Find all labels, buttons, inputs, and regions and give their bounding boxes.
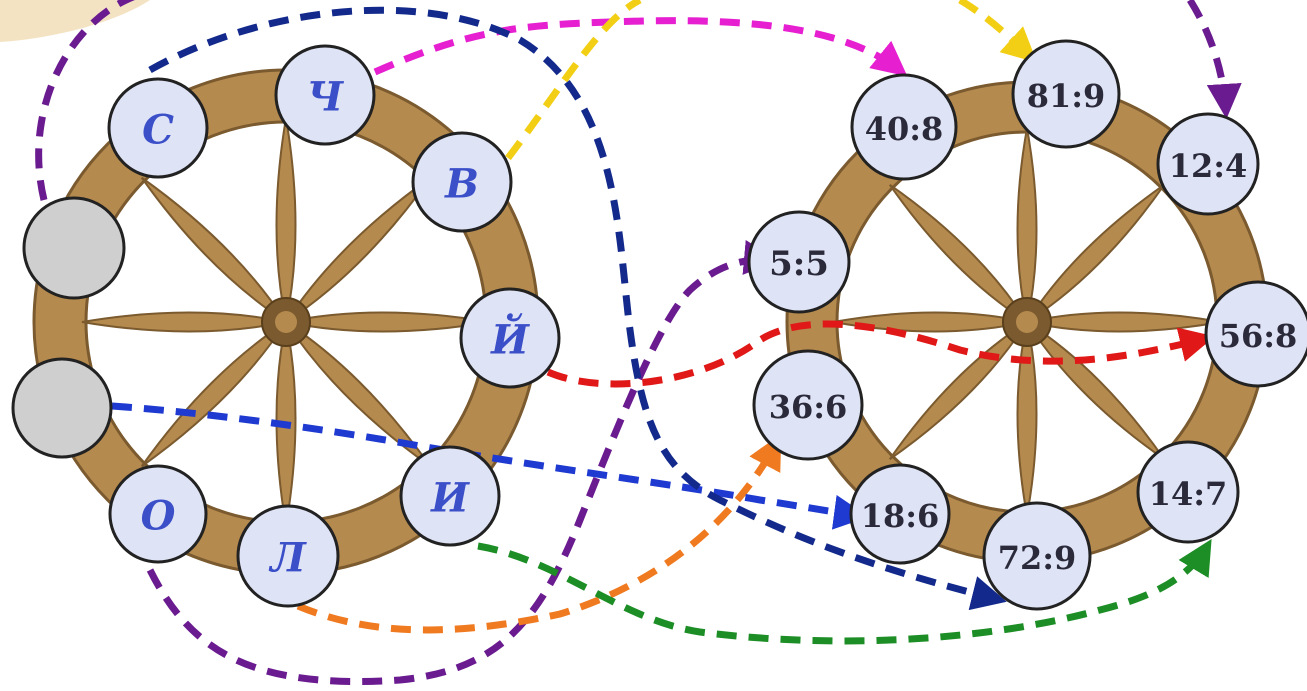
expression-node-e40_8: 40:8 bbox=[850, 73, 958, 181]
node-expression-label: 18:6 bbox=[861, 497, 940, 535]
letter-node-empty1 bbox=[22, 196, 126, 300]
empty-node-circle bbox=[11, 357, 113, 459]
node-expression-label: 14:7 bbox=[1149, 475, 1228, 513]
letter-node-i: И bbox=[399, 445, 501, 547]
node-expression-label: 72:9 bbox=[998, 539, 1077, 577]
nodes-layer: С Ч В Й И О Л 40:8 81:9 12:4 5:5 56:8 36:6 18:6 72:9 14… bbox=[11, 39, 1307, 611]
node-letter-label: С bbox=[142, 107, 174, 154]
expression-node-e5_5: 5:5 bbox=[747, 210, 851, 314]
letter-node-o: О bbox=[108, 464, 208, 564]
node-expression-label: 81:9 bbox=[1027, 77, 1106, 115]
node-circle bbox=[459, 287, 561, 389]
link-i-to-e14_7 bbox=[477, 538, 1212, 645]
wheel-spoke bbox=[81, 311, 287, 333]
wheel-spoke bbox=[1026, 311, 1222, 333]
empty-node-circle bbox=[22, 196, 126, 300]
expression-node-e56_8: 56:8 bbox=[1204, 280, 1307, 388]
letter-node-l: Л bbox=[236, 504, 340, 608]
wheel-spoke bbox=[1026, 184, 1166, 323]
node-circle bbox=[107, 77, 209, 179]
wheel-spoke bbox=[889, 184, 1028, 323]
expression-node-e36_6: 36:6 bbox=[752, 349, 864, 461]
node-expression-label: 56:8 bbox=[1219, 317, 1298, 355]
link-empty2-to-e18_6 bbox=[111, 402, 869, 530]
letter-node-ch: Ч bbox=[274, 44, 376, 146]
wheel-spoke bbox=[1026, 321, 1166, 460]
letter-node-c: С bbox=[107, 77, 209, 179]
wheel-spoke bbox=[140, 176, 287, 323]
node-circle bbox=[1011, 39, 1121, 149]
node-circle bbox=[1136, 440, 1240, 544]
link-v-to-e81_9 bbox=[505, 0, 1032, 161]
node-circle bbox=[1204, 280, 1307, 388]
node-circle bbox=[849, 463, 951, 565]
link-ch-to-e40_8 bbox=[373, 17, 908, 77]
expression-node-e72_9: 72:9 bbox=[982, 501, 1092, 611]
node-letter-label: Ч bbox=[307, 74, 345, 121]
expression-node-e14_7: 14:7 bbox=[1136, 440, 1240, 544]
node-circle bbox=[399, 445, 501, 547]
letter-node-i_short: Й bbox=[459, 287, 561, 389]
node-circle bbox=[752, 349, 864, 461]
node-expression-label: 5:5 bbox=[769, 244, 829, 284]
node-circle bbox=[747, 210, 851, 314]
expression-node-e12_4: 12:4 bbox=[1156, 112, 1260, 216]
node-circle bbox=[850, 73, 958, 181]
node-letter-label: В bbox=[444, 161, 479, 208]
wheel-hub-center bbox=[275, 311, 297, 333]
wheel-hub-center bbox=[1016, 311, 1038, 333]
wheel-spoke bbox=[285, 176, 432, 323]
link-empty1-to-e12_4 bbox=[35, 0, 1226, 201]
wheel-spoke bbox=[140, 321, 287, 468]
wheel-spoke bbox=[1016, 127, 1038, 323]
expression-node-e18_6: 18:6 bbox=[849, 463, 951, 565]
expression-node-e81_9: 81:9 bbox=[1011, 39, 1121, 149]
node-circle bbox=[982, 501, 1092, 611]
link-l-to-e36_6 bbox=[296, 433, 782, 634]
node-circle bbox=[108, 464, 208, 564]
node-circle bbox=[274, 44, 376, 146]
node-circle bbox=[236, 504, 340, 608]
node-letter-label: О bbox=[141, 493, 176, 540]
wheel-spoke bbox=[285, 311, 491, 333]
link-c-to-e72_9 bbox=[148, 6, 1007, 611]
letter-node-empty2 bbox=[11, 357, 113, 459]
corner-swoosh bbox=[0, 0, 150, 42]
wheel-spoke bbox=[889, 321, 1028, 460]
node-letter-label: Л bbox=[268, 535, 307, 582]
links-layer bbox=[35, 0, 1226, 685]
wheel-spoke bbox=[1016, 321, 1038, 517]
node-circle bbox=[411, 131, 513, 233]
link-i_short-to-e56_8 bbox=[546, 320, 1215, 388]
node-expression-label: 36:6 bbox=[769, 388, 848, 426]
node-letter-label: Й bbox=[490, 314, 530, 364]
wheel-spoke bbox=[275, 117, 297, 323]
node-expression-label: 40:8 bbox=[865, 110, 944, 148]
letter-node-v: В bbox=[411, 131, 513, 233]
link-o-to-e5_5 bbox=[146, 240, 779, 685]
node-letter-label: И bbox=[430, 475, 470, 522]
node-expression-label: 12:4 bbox=[1169, 147, 1248, 185]
node-circle bbox=[1156, 112, 1260, 216]
